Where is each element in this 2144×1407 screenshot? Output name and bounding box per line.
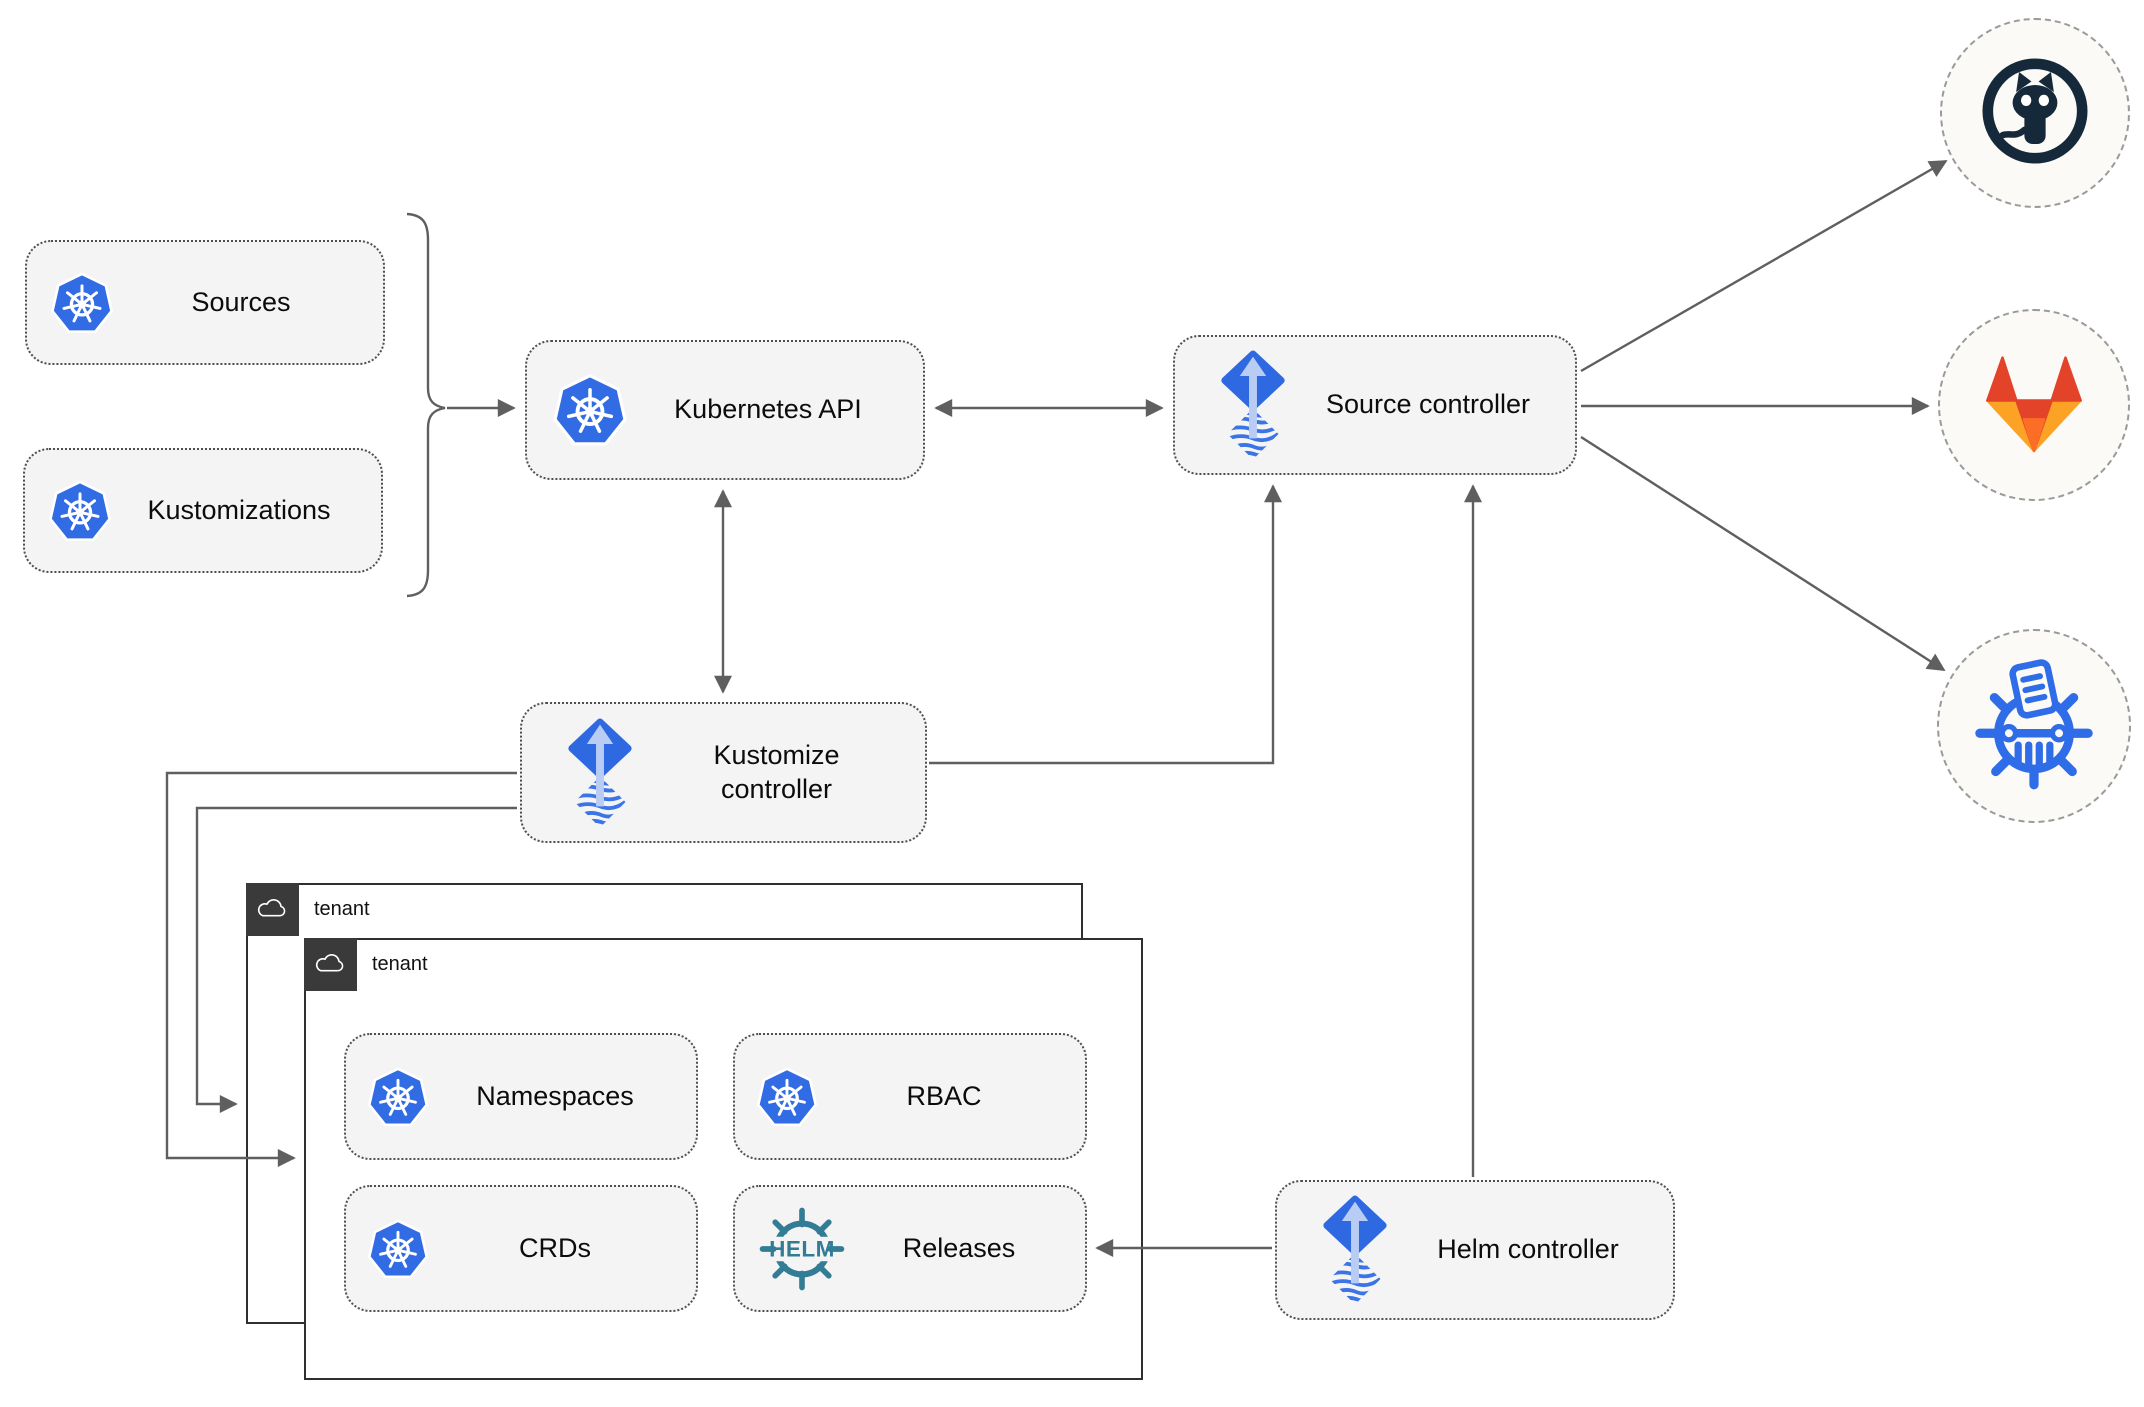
node-label: Kustomize controller — [713, 739, 840, 804]
flux-icon — [1209, 347, 1297, 463]
node-source-controller: Source controller — [1173, 335, 1577, 475]
brace-sources-group — [406, 212, 446, 598]
node-releases: HELM Releases — [733, 1185, 1087, 1312]
node-kustomize-controller: Kustomize controller — [520, 702, 927, 843]
kubernetes-wheel-icon — [755, 1065, 819, 1129]
node-label: Kubernetes API — [674, 394, 862, 425]
flux-icon — [556, 715, 644, 831]
helm-wheel-icon: HELM — [755, 1202, 849, 1296]
node-label: Source controller — [1325, 389, 1531, 420]
node-kubernetes-api: Kubernetes API — [525, 340, 925, 480]
cloud-icon — [245, 882, 299, 936]
node-label: Kustomizations — [147, 494, 331, 525]
kubernetes-wheel-icon — [366, 1065, 430, 1129]
flux-icon — [1311, 1192, 1399, 1308]
node-label: RBAC — [906, 1080, 982, 1111]
cloud-icon — [303, 937, 357, 991]
edge-source-to-github — [1580, 159, 1948, 373]
kubernetes-wheel-icon — [49, 270, 115, 336]
remote-gitlab — [1938, 309, 2130, 501]
node-label: CRDs — [519, 1232, 591, 1263]
kubernetes-wheel-icon — [366, 1217, 430, 1281]
remote-chartmuseum — [1937, 629, 2131, 823]
node-label: Releases — [902, 1232, 1016, 1263]
edge-source-to-chartmuseum — [1580, 435, 1946, 672]
kubernetes-wheel-icon — [47, 478, 113, 544]
github-octocat-icon — [1976, 52, 2094, 175]
helm-logo-text: HELM — [769, 1236, 835, 1261]
node-sources: Sources — [25, 240, 385, 365]
edge-kustomize-to-source — [929, 484, 1282, 765]
tenant-label: tenant — [372, 953, 428, 975]
node-crds: CRDs — [344, 1185, 698, 1312]
remote-github — [1940, 18, 2130, 208]
chartmuseum-icon — [1968, 658, 2100, 795]
node-namespaces: Namespaces — [344, 1033, 698, 1160]
tenant-label: tenant — [314, 898, 370, 920]
node-helm-controller: Helm controller — [1275, 1180, 1675, 1320]
node-label: Helm controller — [1437, 1234, 1619, 1265]
node-label: Sources — [191, 286, 291, 317]
node-kustomizations: Kustomizations — [23, 448, 383, 573]
gitlab-fox-icon — [1971, 340, 2097, 471]
node-label: Namespaces — [476, 1080, 634, 1111]
kubernetes-wheel-icon — [551, 371, 629, 449]
node-rbac: RBAC — [733, 1033, 1087, 1160]
